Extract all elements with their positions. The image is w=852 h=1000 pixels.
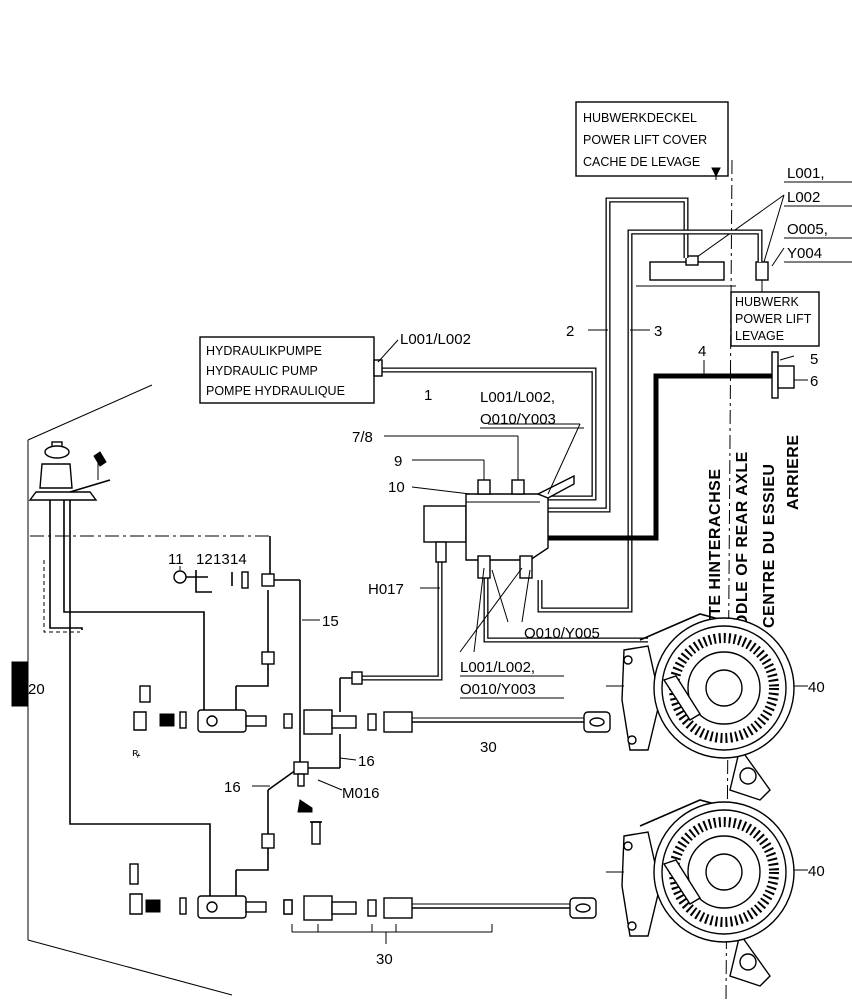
label-3: 3 — [654, 323, 662, 340]
label-15: 15 — [322, 613, 339, 630]
label-pump-ref: L001/L002 — [400, 331, 471, 348]
leader-lines — [179, 329, 705, 791]
label-20: 20 — [28, 681, 45, 698]
brake-assembly-lower — [606, 799, 808, 987]
label-9: 9 — [394, 453, 402, 470]
label-14: 14 — [230, 551, 247, 568]
pump-connector — [373, 359, 383, 377]
ref-o005: O005, — [787, 221, 828, 238]
power-lift-cover-part — [636, 167, 769, 292]
pipes — [360, 197, 763, 681]
control-valve — [423, 466, 575, 579]
line-15-16 — [293, 580, 363, 845]
power-lift-box: HUBWERK POWER LIFT LEVAGE — [730, 291, 820, 347]
axle-label-fr: CENTRE DU ESSIEU — [761, 464, 778, 628]
hydraulic-pump-de: HYDRAULIKPUMPE — [206, 344, 322, 358]
label-1: 1 — [424, 387, 432, 404]
rear-axle-vertical-label: MITTE HINTERACHSE MIDDLE OF REAR AXLE CE… — [707, 434, 802, 645]
power-lift-cover-de: HUBWERKDECKEL — [583, 111, 697, 125]
label-13: 13 — [213, 551, 230, 568]
label-40b: 40 — [808, 863, 825, 880]
labels: L001/L002 1 2 3 4 5 6 L001/L002, O010/Y0… — [28, 323, 825, 968]
label-30b: 30 — [376, 951, 393, 968]
items-11-14 — [173, 570, 300, 593]
label-valve-top-1: L001/L002, — [480, 389, 555, 406]
power-lift-de: HUBWERK — [735, 295, 800, 309]
label-7-8: 7/8 — [352, 429, 373, 446]
label-10: 10 — [388, 479, 405, 496]
label-12: 12 — [196, 551, 213, 568]
ref-labels-top-right: L001, L002 O005, Y004 — [689, 165, 852, 267]
power-lift-cover-fr: CACHE DE LEVAGE — [583, 155, 700, 169]
label-16a: 16 — [358, 753, 375, 770]
power-lift-fr: LEVAGE — [735, 329, 784, 343]
label-5: 5 — [810, 351, 818, 368]
left-side-assembly: ꝶ — [11, 384, 297, 996]
power-lift-cover-box: HUBWERKDECKEL POWER LIFT COVER CACHE DE … — [575, 101, 729, 177]
label-11: 11 — [168, 551, 184, 568]
axle-label-fr-2: ARRIERE — [785, 434, 802, 510]
label-16b: 16 — [224, 779, 241, 796]
label-2: 2 — [566, 323, 574, 340]
hydraulic-pump-box: HYDRAULIKPUMPE HYDRAULIC PUMP POMPE HYDR… — [199, 336, 375, 404]
svg-text:ꝶ: ꝶ — [132, 747, 141, 759]
axle-label-en: MIDDLE OF REAR AXLE — [734, 451, 751, 645]
ref-l001: L001, — [787, 165, 825, 182]
label-valve-bottom-1: L001/L002, — [460, 659, 535, 676]
axle-label-de: MITTE HINTERACHSE — [707, 469, 724, 646]
label-o010-y005: O010/Y005 — [524, 625, 600, 642]
label-m016: M016 — [342, 785, 380, 802]
brake-assembly-upper — [606, 613, 808, 801]
label-h017: H017 — [368, 581, 404, 598]
lower-rods — [283, 895, 597, 944]
label-30a: 30 — [480, 739, 497, 756]
ref-y004: Y004 — [787, 245, 822, 262]
label-6: 6 — [810, 373, 818, 390]
label-valve-top-2: O010/Y003 — [480, 411, 556, 428]
ref-l002: L002 — [787, 189, 820, 206]
label-40a: 40 — [808, 679, 825, 696]
pipe-4 — [548, 373, 772, 541]
upper-rods — [303, 709, 611, 735]
hydraulic-pump-en: HYDRAULIC PUMP — [206, 364, 318, 378]
hydraulic-pump-fr: POMPE HYDRAULIQUE — [206, 384, 345, 398]
label-valve-bottom-2: O010/Y003 — [460, 681, 536, 698]
power-lift-en: POWER LIFT — [735, 312, 812, 326]
fitting-5-6 — [771, 351, 808, 399]
label-4: 4 — [698, 343, 706, 360]
power-lift-cover-en: POWER LIFT COVER — [583, 133, 707, 147]
